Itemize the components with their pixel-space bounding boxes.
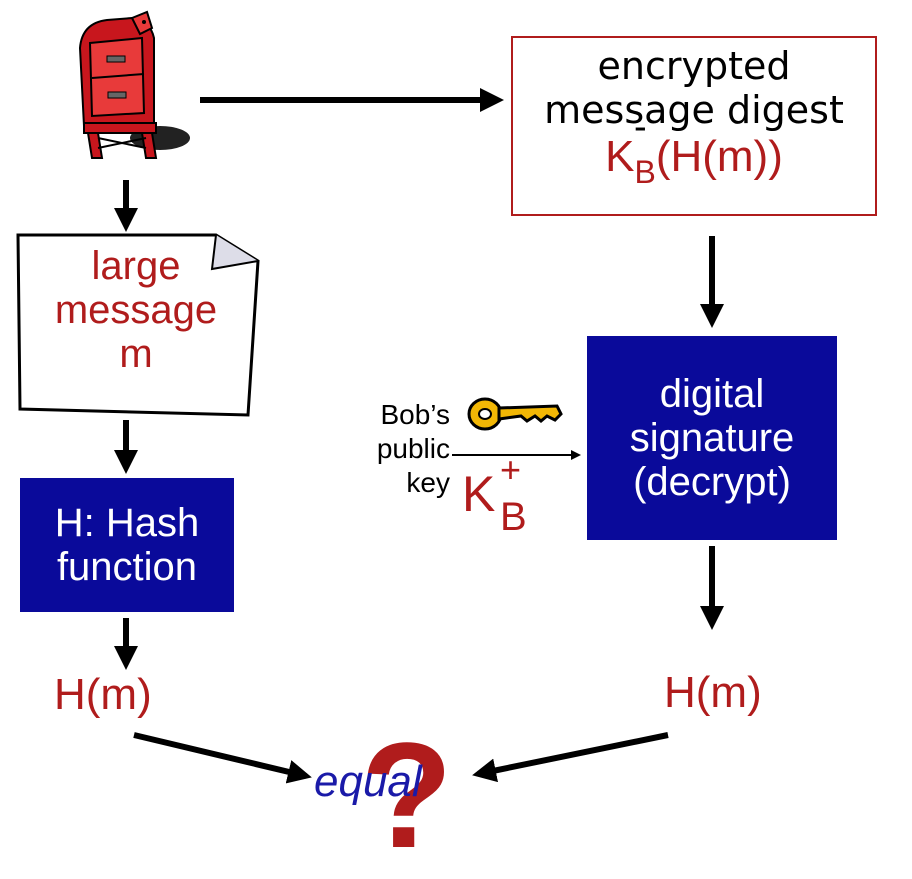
hash-output-right: H(m) <box>664 668 762 717</box>
digest-line2: message digest <box>544 88 844 132</box>
message-line2: message <box>54 288 218 332</box>
document-icon <box>16 233 260 417</box>
equal-label: equal <box>314 757 422 806</box>
message-line3: m <box>119 332 153 376</box>
hash-line1: H: Hash <box>54 501 200 545</box>
public-key-symbol: K + B <box>462 450 542 546</box>
public-key-line1: Bob’s <box>380 399 450 430</box>
digest-formula-k: K <box>605 132 635 181</box>
public-key-symbol-sub: B <box>500 495 527 539</box>
public-key-symbol-k: K <box>462 466 496 522</box>
question-mark: ? <box>361 711 453 879</box>
digest-formula-minus: - <box>634 106 647 148</box>
hash-output-left: H(m) <box>54 670 152 719</box>
digital-signature-box: digital signature (decrypt) <box>587 336 837 540</box>
public-key-line3: key <box>406 467 450 498</box>
hash-function-box: H: Hash function <box>20 478 234 612</box>
hash-line2: function <box>56 545 198 589</box>
arrow-left-to-equal <box>133 732 312 784</box>
digest-formula-rest: (H(m)) <box>655 132 783 181</box>
message-line1: large <box>91 244 181 288</box>
public-key-line2: public <box>376 433 450 464</box>
arrow-right-to-equal <box>472 732 669 783</box>
digest-formula-sub: B <box>634 154 656 190</box>
digest-line1: encrypted <box>597 44 791 88</box>
message-text: large message m <box>16 244 256 376</box>
digest-formula: KB(H(m)) - <box>513 106 875 190</box>
signature-line2: signature <box>629 416 795 460</box>
flow-arrows <box>114 88 724 784</box>
public-key-symbol-plus: + <box>500 449 522 490</box>
signature-line1: digital <box>659 372 765 416</box>
public-key-label: Bob’s public key <box>340 398 450 500</box>
encrypted-digest-box: encrypted message digest KB(H(m)) - <box>511 36 877 216</box>
key-icon <box>467 397 563 431</box>
signature-line3: (decrypt) <box>633 460 791 504</box>
mailbox-icon <box>78 10 190 159</box>
